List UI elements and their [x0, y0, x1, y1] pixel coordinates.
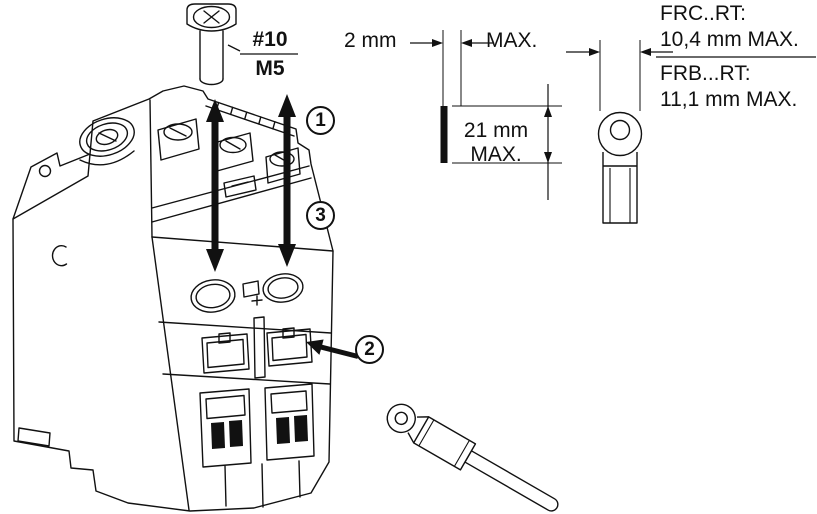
step2-arrow-icon: [306, 339, 359, 359]
step-1-badge: 1: [306, 106, 335, 135]
device-illustration: [12, 85, 334, 512]
lug-width-arrowheads: [589, 48, 651, 56]
insert-depth-max-label: MAX.: [470, 143, 522, 166]
screw-size-metric-label: M5: [255, 57, 285, 80]
strip-dimension-lines: [410, 30, 494, 106]
device-contact-pads: [211, 415, 308, 449]
wire-ferrule-icon: [386, 403, 559, 512]
step-2-badge: 2: [355, 335, 384, 364]
frc-width-value: 10,4 mm MAX.: [660, 28, 799, 51]
lug-width-dimension-lines: [566, 40, 673, 111]
strip-max-label: MAX.: [486, 29, 538, 52]
step-3-badge: 3: [306, 201, 335, 230]
screw-icon: [186, 3, 237, 86]
strip-length-label: 2 mm: [344, 29, 397, 52]
insertion-arrows-icon: [206, 94, 296, 272]
depth-dimension-lines: [452, 84, 562, 200]
screw-size-fraction-bar: [227, 44, 298, 55]
strip-dimension-arrowheads: [432, 39, 472, 47]
screw-size-imperial-label: #10: [252, 28, 288, 51]
frb-width-value: 11,1 mm MAX.: [660, 88, 798, 111]
insert-depth-label: 21 mm: [463, 119, 529, 142]
frc-series-label: FRC..RT:: [660, 2, 746, 25]
depth-dimension-arrowheads: [544, 106, 552, 163]
stripped-wire-icon: [440, 106, 448, 163]
frb-series-label: FRB...RT:: [660, 62, 751, 85]
ring-terminal-icon: [597, 111, 643, 224]
